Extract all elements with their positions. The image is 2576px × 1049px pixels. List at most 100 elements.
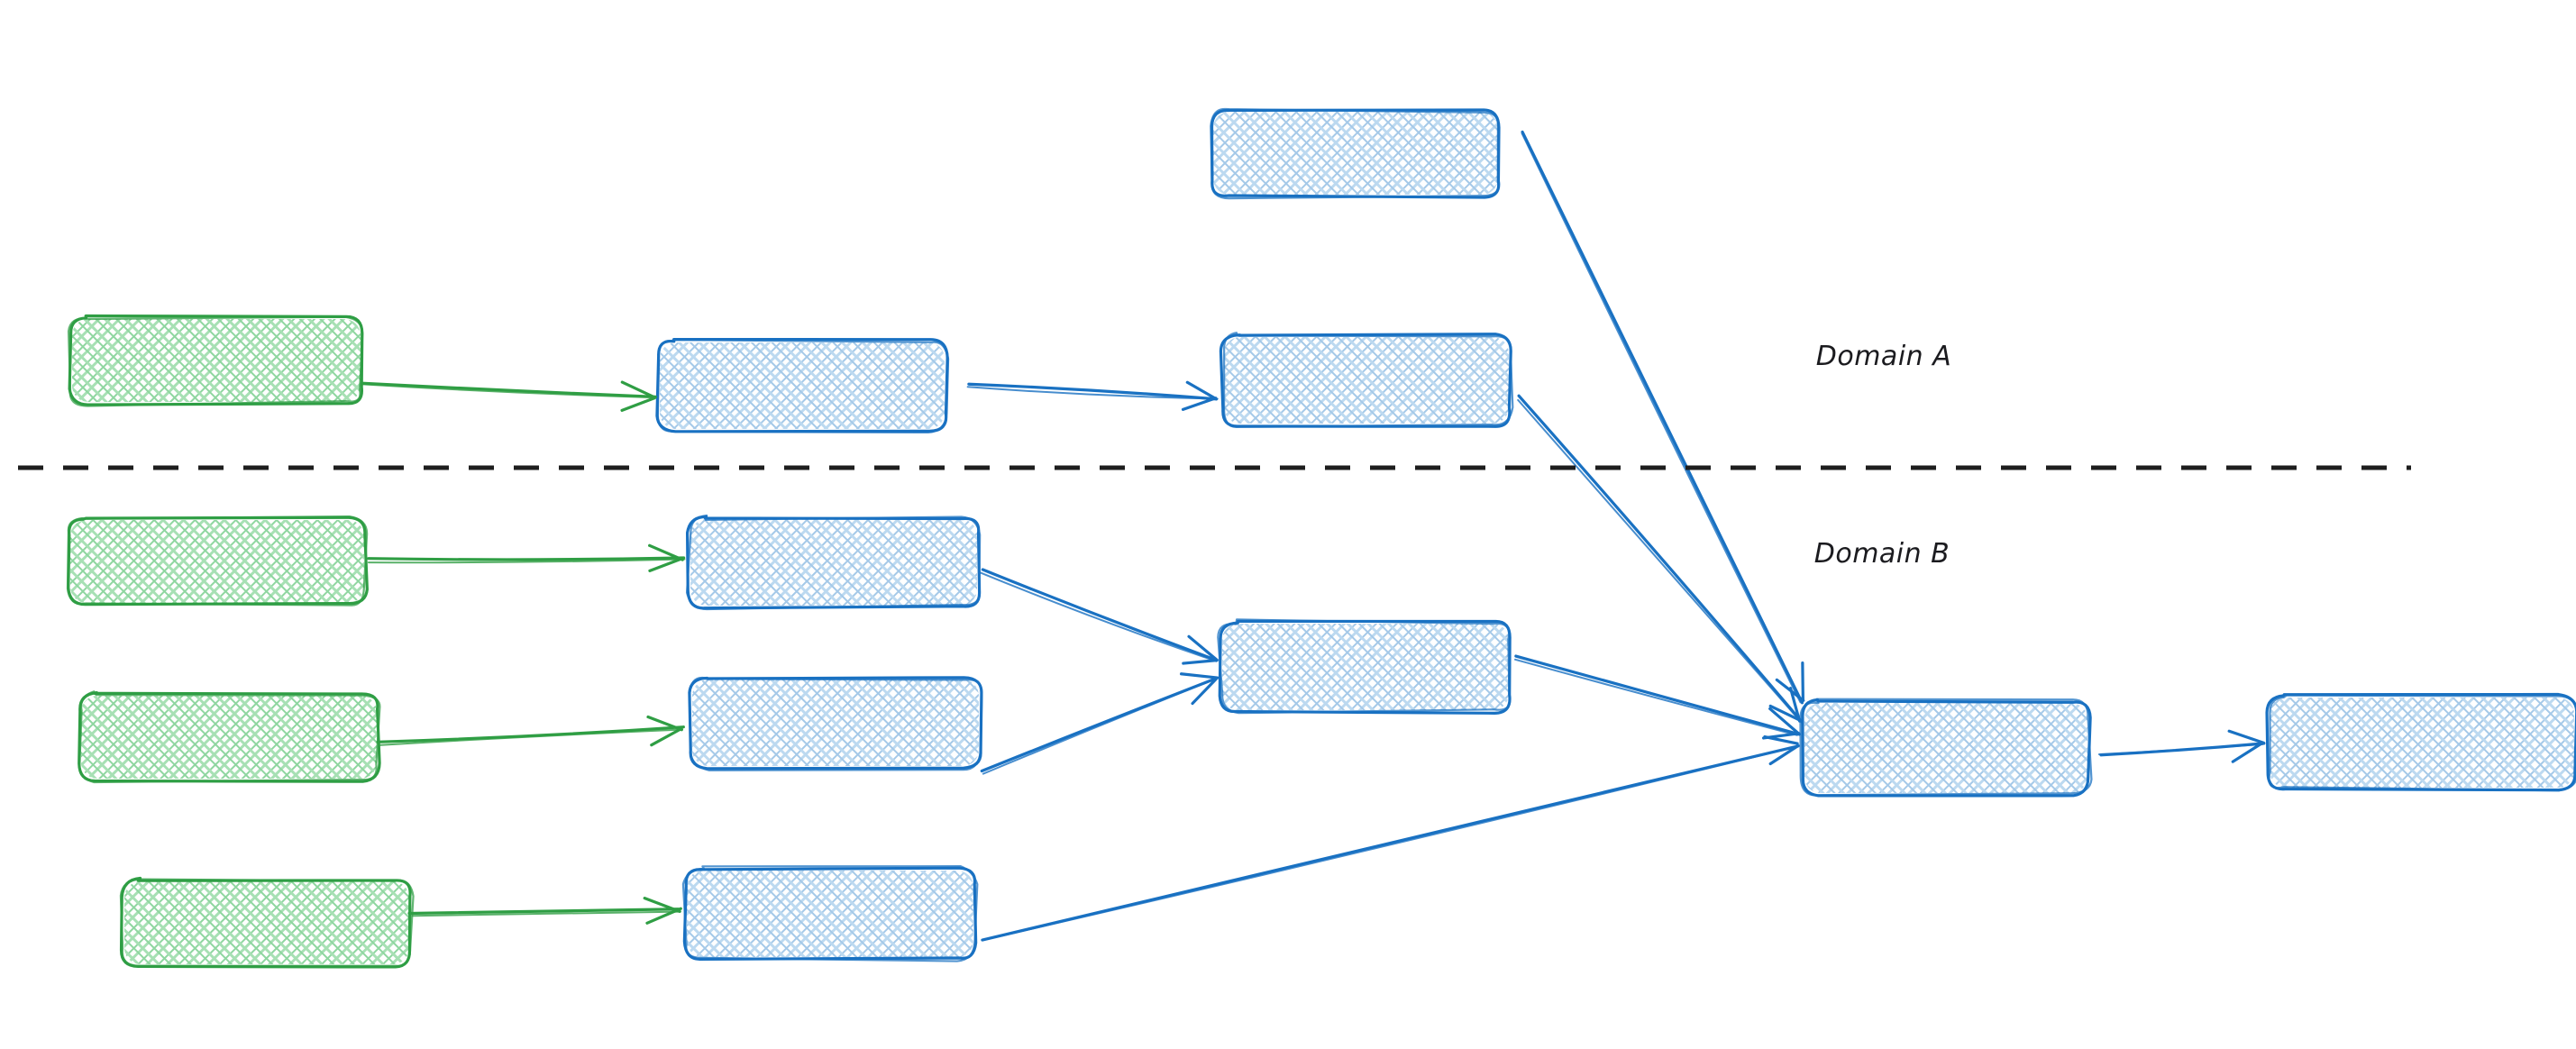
edge-line	[967, 382, 1218, 401]
edge-arrowhead	[643, 897, 681, 913]
node-outline	[1210, 107, 1500, 200]
node-fill-hatch-b	[687, 871, 973, 957]
edge-line	[1517, 394, 1804, 725]
edge-line	[411, 910, 681, 917]
edge-arrowhead	[1187, 634, 1219, 661]
edge-arrowhead	[1181, 397, 1218, 411]
edge-line	[378, 728, 684, 746]
edge-arrowhead	[1768, 743, 1800, 766]
node-outline	[1799, 698, 2093, 797]
edge-line	[1521, 130, 1804, 705]
edge-line	[361, 381, 657, 398]
node-fill-hatch-b	[1222, 624, 1509, 710]
edge-line	[407, 908, 681, 916]
node-outline	[67, 315, 364, 407]
node-fill-hatch-b	[2270, 698, 2574, 788]
edge-line	[1514, 658, 1798, 736]
node-outline	[1217, 618, 1512, 715]
edge-b-blue-2-to-b-blue-mid[interactable]	[980, 672, 1220, 775]
edge-arrowhead	[1788, 687, 1802, 723]
edge-b-blue-mid-to-b-blue-hub[interactable]	[1514, 654, 1801, 740]
edge-a-green-1-to-a-blue-1[interactable]	[361, 380, 657, 412]
edge-line	[1514, 654, 1801, 736]
node-a-blue-2[interactable]	[1219, 332, 1514, 428]
edge-line	[966, 386, 1219, 400]
node-fill-hatch-b	[124, 881, 409, 964]
node-b-blue-end[interactable]	[2265, 692, 2576, 792]
edge-line	[1521, 132, 1802, 704]
edge-line	[981, 568, 1218, 661]
node-fill-hatch-b	[72, 319, 361, 402]
node-b-green-1[interactable]	[66, 515, 369, 607]
edge-arrowhead	[650, 726, 683, 747]
node-outline	[685, 514, 982, 611]
node-outline	[66, 515, 369, 607]
node-fill-hatch-b	[690, 519, 977, 606]
domain-b-label: Domain B	[1814, 538, 1950, 570]
node-fill-hatch-b	[692, 680, 979, 766]
edge-arrowhead	[1801, 661, 1804, 702]
edge-line	[376, 725, 685, 743]
edge-arrowhead	[648, 543, 684, 561]
edge-a-blue-2-to-b-blue-hub[interactable]	[1517, 394, 1804, 725]
edge-b-green-2-to-b-blue-2[interactable]	[376, 715, 685, 747]
node-b-blue-hub[interactable]	[1799, 698, 2093, 798]
edge-line	[981, 744, 1800, 942]
edge-line	[2097, 743, 2264, 756]
node-a-blue-top[interactable]	[1210, 107, 1501, 200]
node-outline	[681, 865, 979, 962]
node-outline	[1801, 698, 2092, 798]
edge-line	[1517, 398, 1802, 723]
node-outline	[656, 338, 950, 434]
node-outline	[2268, 694, 2576, 792]
edge-b-blue-1-to-b-blue-mid[interactable]	[979, 568, 1219, 665]
edge-b-blue-3-to-b-blue-hub[interactable]	[981, 734, 1800, 942]
node-a-blue-1[interactable]	[655, 338, 950, 434]
node-b-blue-1[interactable]	[685, 514, 982, 611]
node-fill-hatch-b	[1224, 337, 1509, 424]
node-b-green-2[interactable]	[78, 690, 381, 784]
node-fill-hatch-b	[660, 342, 945, 429]
edge-a-blue-1-to-a-blue-2[interactable]	[966, 380, 1219, 411]
edge-line	[982, 676, 1220, 775]
edge-line	[982, 744, 1800, 942]
edge-line	[361, 383, 657, 399]
node-fill-hatch-b	[1804, 703, 2087, 793]
edges-layer	[361, 130, 2266, 942]
node-b-green-3[interactable]	[119, 876, 415, 969]
edge-b-green-1-to-b-blue-1[interactable]	[367, 543, 686, 572]
node-fill-hatch-b	[70, 520, 364, 603]
edge-arrowhead	[648, 557, 684, 572]
domain-a-label: Domain A	[1816, 341, 1951, 372]
edge-arrowhead	[1185, 380, 1219, 401]
node-outline	[1223, 332, 1514, 428]
edge-b-blue-hub-to-b-blue-end[interactable]	[2097, 729, 2266, 763]
edge-arrowhead	[2227, 729, 2266, 744]
edge-line	[367, 556, 686, 561]
node-b-blue-3[interactable]	[681, 865, 979, 962]
edge-line	[979, 571, 1218, 662]
node-fill-hatch-b	[81, 696, 377, 779]
edge-arrowhead	[1191, 677, 1218, 706]
edge-line	[367, 558, 686, 564]
labels-layer: Domain A Domain B	[1814, 341, 1951, 570]
edge-arrowhead	[1182, 659, 1219, 665]
edge-arrowhead	[2231, 742, 2263, 763]
node-outline	[119, 878, 415, 967]
edge-arrowhead	[646, 715, 683, 732]
node-b-blue-2[interactable]	[688, 676, 983, 771]
node-a-green-1[interactable]	[67, 314, 364, 407]
node-fill-hatch-b	[1213, 112, 1498, 195]
node-b-blue-mid[interactable]	[1217, 618, 1512, 715]
node-outline	[689, 676, 983, 771]
edge-arrowhead	[1180, 672, 1219, 680]
edge-a-blue-top-to-b-blue-hub[interactable]	[1521, 130, 1805, 705]
edge-arrowhead	[620, 397, 656, 412]
edge-arrowhead	[620, 380, 657, 399]
edge-b-green-3-to-b-blue-3[interactable]	[407, 897, 682, 925]
nodes-layer	[66, 107, 2576, 969]
edge-arrowhead	[1763, 734, 1799, 745]
node-outline	[78, 690, 381, 784]
